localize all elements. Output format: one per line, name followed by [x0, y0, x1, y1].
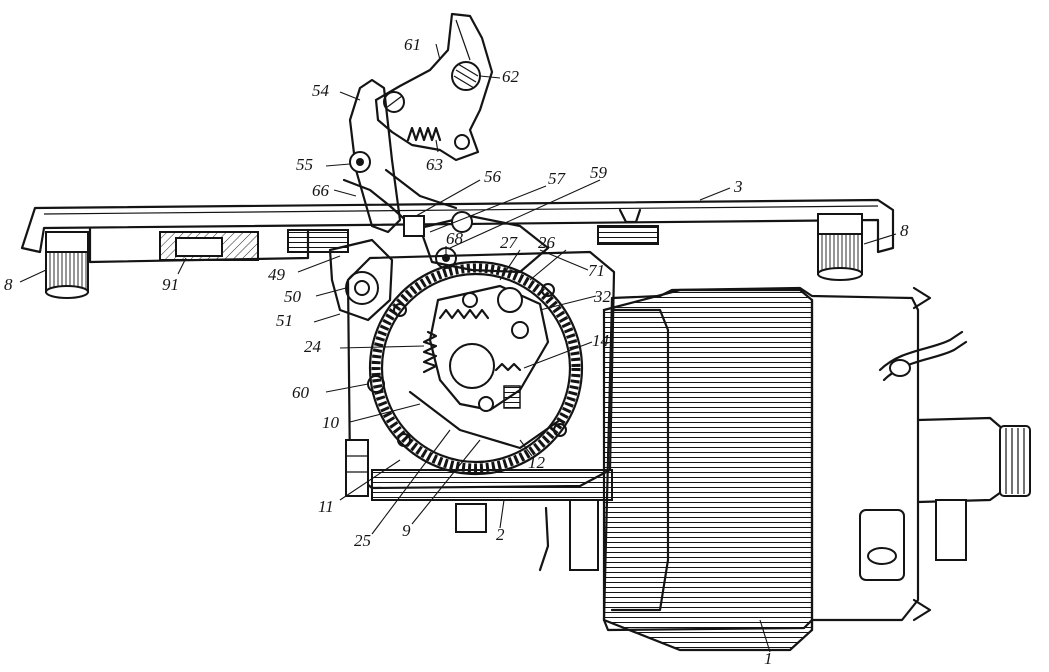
gear-mechanism — [408, 284, 562, 450]
numeral-9: 9 — [402, 521, 411, 540]
leader-lines — [19, 43, 897, 653]
motor — [455, 286, 1031, 652]
bracket-91 — [159, 231, 259, 261]
numeral-50: 50 — [284, 287, 302, 306]
ring-gear — [368, 260, 584, 476]
numeral-71: 71 — [588, 261, 605, 280]
numeral-25: 25 — [354, 531, 371, 550]
numeral-54: 54 — [312, 81, 330, 100]
numeral-27: 27 — [500, 233, 519, 252]
numeral-26: 26 — [538, 233, 556, 252]
reference-numerals: 61 62 54 55 63 56 57 59 66 3 68 27 26 8 … — [4, 35, 909, 668]
numeral-49: 49 — [268, 265, 286, 284]
numeral-12: 12 — [528, 453, 546, 472]
numeral-55: 55 — [296, 155, 313, 174]
numeral-68: 68 — [446, 229, 464, 248]
numeral-2: 2 — [496, 525, 505, 544]
numeral-24: 24 — [304, 337, 322, 356]
numeral-62: 62 — [502, 67, 520, 86]
numeral-60: 60 — [292, 383, 310, 402]
numeral-51: 51 — [276, 311, 293, 330]
numeral-61: 61 — [404, 35, 421, 54]
numeral-63: 63 — [426, 155, 443, 174]
numeral-66: 66 — [312, 181, 330, 200]
right-foot — [817, 213, 863, 281]
numeral-8-right: 8 — [900, 221, 909, 240]
numeral-3: 3 — [733, 177, 743, 196]
numeral-32: 32 — [593, 287, 612, 306]
numeral-56: 56 — [484, 167, 502, 186]
numeral-11: 11 — [318, 497, 334, 516]
numeral-1: 1 — [764, 649, 773, 668]
numeral-59: 59 — [590, 163, 608, 182]
numeral-14: 14 — [592, 331, 610, 350]
numeral-10: 10 — [322, 413, 340, 432]
numeral-8-left: 8 — [4, 275, 13, 294]
latch-assembly — [342, 12, 494, 234]
left-foot — [45, 231, 89, 299]
numeral-91: 91 — [162, 275, 179, 294]
numeral-57: 57 — [548, 169, 567, 188]
